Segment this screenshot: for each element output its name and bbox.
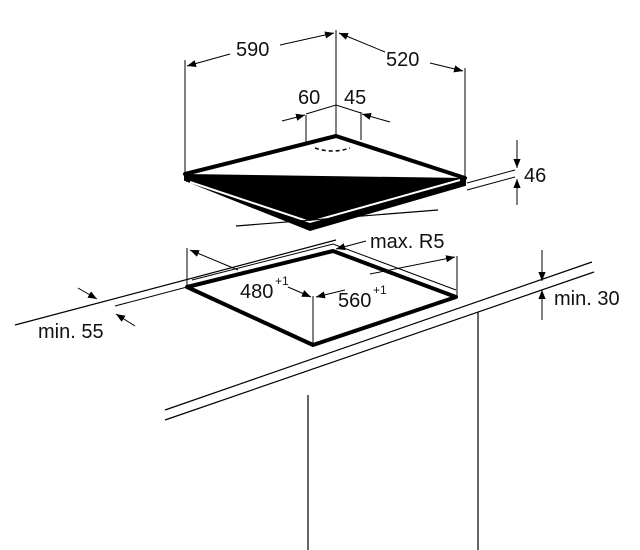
countertop (14, 209, 595, 550)
hob (183, 134, 467, 232)
cutout-outline (185, 249, 458, 347)
cutout-depth: 480 (240, 281, 273, 303)
dim-offset-right: 45 (344, 87, 366, 109)
dim-offset-left: 60 (298, 87, 320, 109)
cutout-width: 560 (338, 290, 371, 312)
dim-width: 590 (236, 39, 269, 61)
burner-hidden-outline (314, 147, 351, 152)
cutout-depth-tolerance: +1 (275, 274, 289, 288)
clearance-front: min. 55 (38, 321, 104, 343)
clearance-below: min. 30 (554, 288, 620, 310)
dim-depth: 520 (386, 49, 419, 71)
cutout-width-tolerance: +1 (373, 283, 387, 297)
corner-radius: max. R5 (370, 231, 444, 253)
hob-edge (184, 174, 466, 232)
dim-height: 46 (524, 165, 546, 187)
